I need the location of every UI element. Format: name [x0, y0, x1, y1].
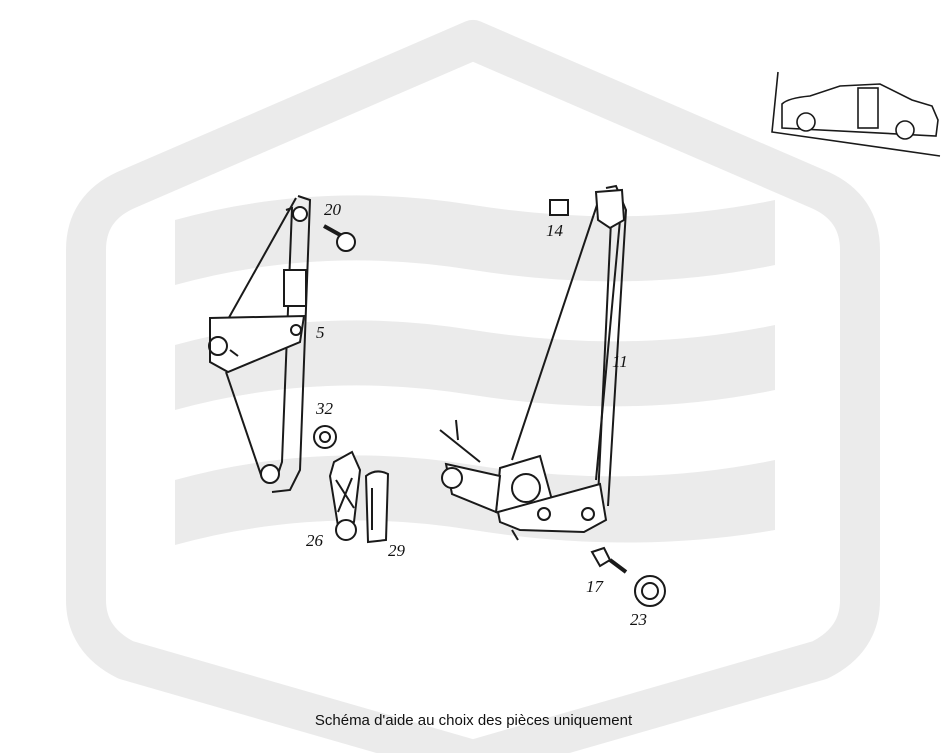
part-14-clip — [549, 199, 569, 216]
part-label-20: 20 — [324, 200, 342, 219]
part-5-window-regulator — [208, 195, 312, 493]
part-17-stud-bolt — [590, 546, 628, 574]
part-label-5: 5 — [316, 323, 325, 342]
part-label-26: 26 — [306, 531, 324, 550]
part-label-32: 32 — [315, 399, 334, 418]
watermark-logo — [66, 20, 880, 753]
part-20-bolt — [323, 224, 356, 252]
part-11-window-regulator-motor — [439, 184, 628, 541]
part-label-29: 29 — [388, 541, 406, 560]
part-32-washer — [313, 425, 337, 449]
part-label-11: 11 — [612, 352, 628, 371]
part-label-14: 14 — [546, 221, 564, 240]
part-label-23: 23 — [630, 610, 647, 629]
part-26-cable-guide — [328, 450, 362, 541]
part-29-cover — [364, 470, 390, 544]
car-locator-icon — [771, 71, 941, 157]
diagram-caption: Schéma d'aide au choix des pièces unique… — [314, 712, 633, 729]
part-23-nut — [634, 575, 666, 607]
part-label-17: 17 — [586, 577, 605, 596]
